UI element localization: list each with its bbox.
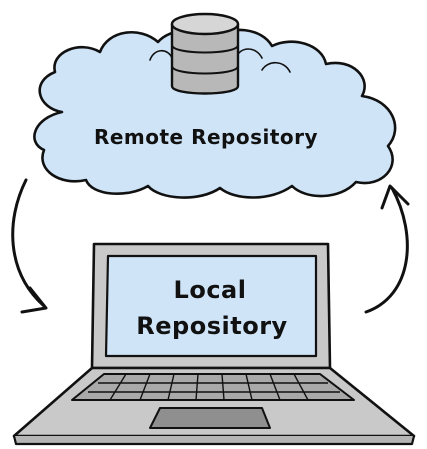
laptop-keys [88,373,340,401]
cloud-label: Remote Repository [94,125,318,149]
laptop-label-line2: Repository [136,312,287,340]
remote-repository-cloud [33,28,397,199]
database-icon [170,12,240,95]
laptop-keyboard [71,373,355,401]
laptop-icon [12,242,416,446]
curved-arrow-up-icon [364,184,410,314]
curved-arrow-down-icon [11,178,48,314]
laptop-trackpad [149,407,271,429]
laptop-screen [104,254,318,358]
laptop-label-line1: Local [174,276,247,304]
cloud-shape [33,28,397,199]
database-body [170,22,240,95]
database-top [170,12,240,36]
database-rings [171,44,239,75]
laptop-base-edge [12,435,416,446]
